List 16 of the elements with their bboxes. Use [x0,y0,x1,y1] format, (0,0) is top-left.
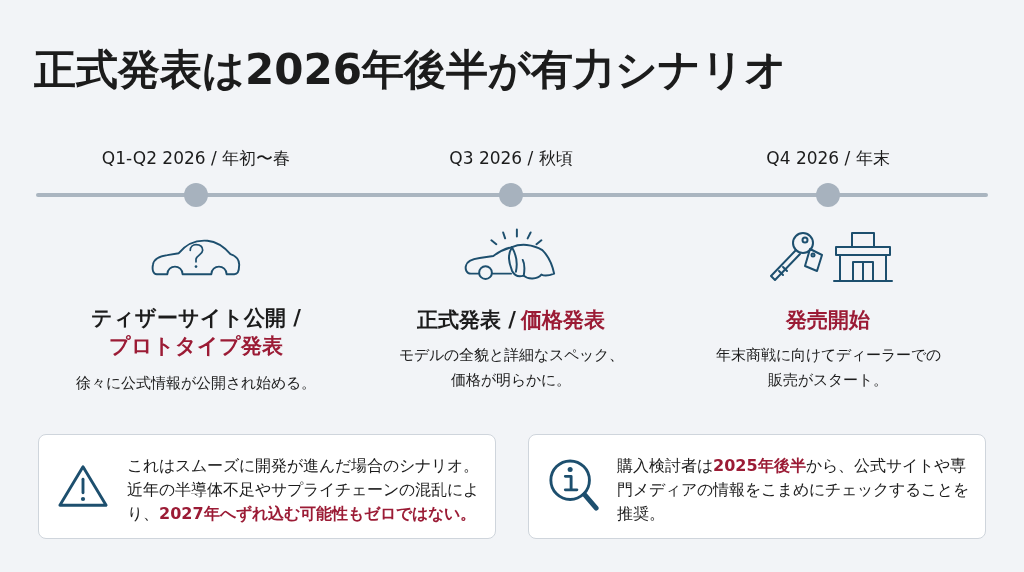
milestone-heading: 価格発表 [521,307,606,334]
page-title: 正式発表は2026年後半が有力シナリオ [34,44,787,96]
note-text: これはスムーズに開発が進んだ場合のシナリオ。近年の半導体不足やサプライチェーンの混乱により、2027年へずれ込む可能性もゼロではない。 [127,455,480,525]
milestone-heading: ティザーサイト公開 / [91,305,301,332]
milestone-description: 徐々に公式情報が公開され始める。 [76,373,316,394]
milestone-heading: 正式発表 / [416,307,516,334]
period-label: Q1-Q2 2026 / 年初〜春 [101,147,291,170]
milestone-description: モデルの全貌と詳細なスペック、価格が明らかに。 [397,345,625,391]
period-label: Q4 2026 / 年末 [766,147,890,170]
milestone-description: 年末商戦に向けてディーラーでの販売がスタート。 [714,345,942,391]
note-card [38,434,496,539]
note-card [528,434,986,539]
note-text: 購入検討者は2025年後半から、公式サイトや専門メディアの情報をこまめにチェックすることを推奨。 [617,455,970,525]
milestone-heading: 発売開始 [786,307,870,334]
period-label: Q3 2026 / 秋頃 [449,147,573,170]
milestone-heading: プロトタイプ発表 [109,333,283,360]
